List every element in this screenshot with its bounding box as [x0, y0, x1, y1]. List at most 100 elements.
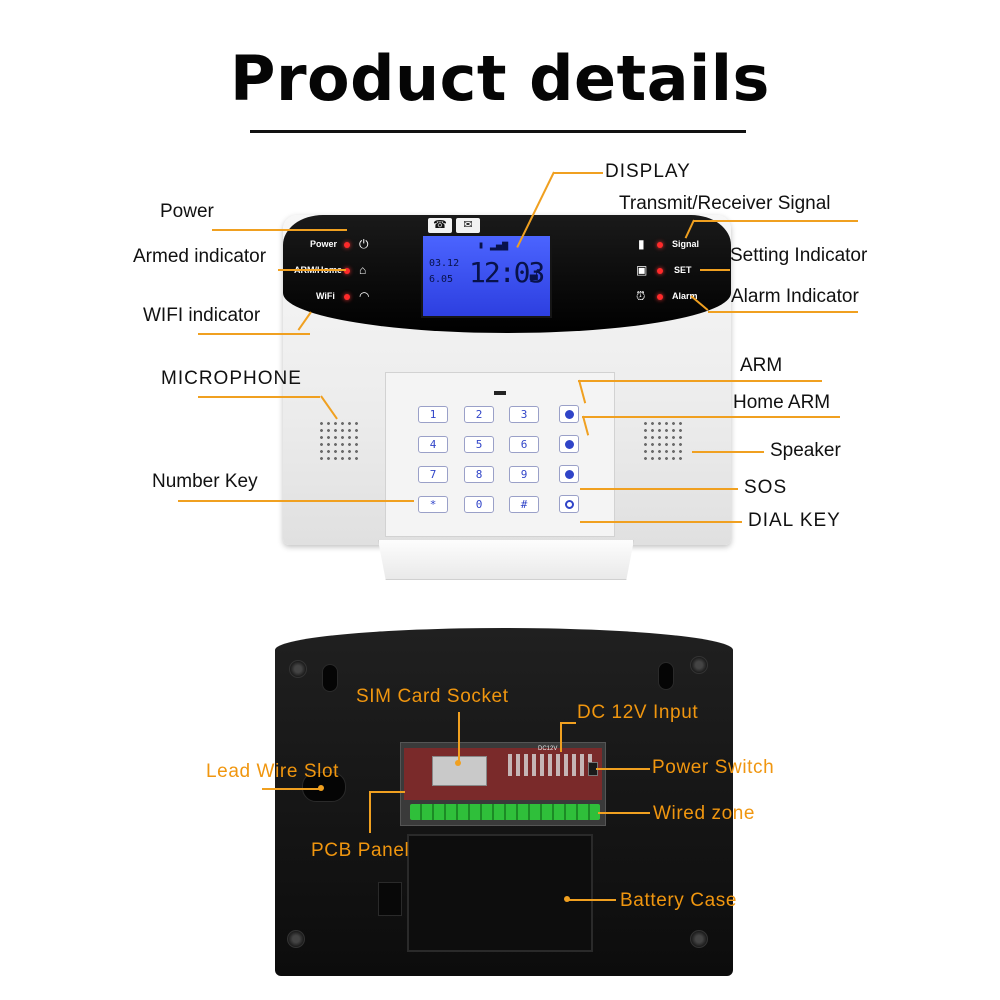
- mic-hole: [494, 391, 506, 395]
- battery-case: [407, 834, 593, 952]
- phone-icon: ☎: [428, 218, 452, 233]
- led-label-alarm: Alarm: [672, 291, 698, 301]
- key-star[interactable]: *: [418, 496, 448, 513]
- message-icon: ✉: [456, 218, 480, 233]
- callout-line-dc-h: [560, 722, 576, 724]
- label-wifi-indicator: WIFI indicator: [143, 305, 261, 326]
- label-arm: ARM: [740, 355, 783, 376]
- alarm-bell-icon: ⏰︎: [636, 289, 646, 303]
- arm-button[interactable]: [559, 405, 579, 423]
- label-speaker: Speaker: [770, 440, 841, 461]
- callout-line-battery: [566, 899, 616, 901]
- speaker-grille: [642, 420, 686, 460]
- screw-top-left: [289, 660, 307, 678]
- alarm-led: [657, 294, 663, 300]
- callout-dot-sim: [455, 760, 461, 766]
- key-2[interactable]: 2: [464, 406, 494, 423]
- label-transmit-receiver-signal: Transmit/Receiver Signal: [619, 193, 831, 214]
- callout-line-sim: [458, 712, 460, 762]
- arm-home-led: [344, 268, 350, 274]
- wall-hook-left: [322, 664, 338, 692]
- title-underline: [250, 130, 746, 133]
- label-wired-zone: Wired zone: [653, 803, 756, 824]
- pcb-pin-header: [508, 754, 594, 776]
- lcd-signal-icon: ▮ ▂▄▆: [478, 240, 509, 251]
- led-label-wifi: WiFi: [316, 291, 335, 301]
- key-4[interactable]: 4: [418, 436, 448, 453]
- label-power-switch: Power Switch: [652, 757, 775, 778]
- power-icon: ⏻: [359, 237, 369, 251]
- key-9[interactable]: 9: [509, 466, 539, 483]
- callout-line-dc: [560, 722, 562, 752]
- label-alarm-indicator: Alarm Indicator: [731, 286, 859, 307]
- callout-line-dial: [580, 521, 742, 523]
- callout-line-arm-h: [578, 380, 822, 382]
- callout-line-home-arm-h: [582, 416, 840, 418]
- lock-icon: [565, 410, 574, 419]
- home-arm-icon: [565, 440, 574, 449]
- callout-line-power-switch: [596, 768, 650, 770]
- label-battery-case: Battery Case: [620, 890, 738, 911]
- callout-line-display-h: [553, 172, 603, 174]
- callout-dot-lead-wire: [318, 785, 324, 791]
- key-hash[interactable]: #: [509, 496, 539, 513]
- sim-icon: ▮: [638, 237, 645, 251]
- wired-zone-terminals: [410, 804, 600, 820]
- signal-led: [657, 242, 663, 248]
- key-1[interactable]: 1: [418, 406, 448, 423]
- led-label-signal: Signal: [672, 239, 700, 249]
- key-6[interactable]: 6: [509, 436, 539, 453]
- lcd-date-bottom: 6.05: [429, 274, 454, 285]
- power-led: [344, 242, 350, 248]
- dial-button[interactable]: [559, 495, 579, 513]
- callout-line-number-key: [178, 500, 414, 502]
- set-led: [657, 268, 663, 274]
- callout-line-setting: [700, 269, 730, 271]
- led-label-power: Power: [310, 239, 338, 249]
- label-display: DISPLAY: [605, 161, 691, 182]
- keypad-cover-stand: [378, 540, 634, 580]
- key-7[interactable]: 7: [418, 466, 448, 483]
- dial-icon: [565, 500, 574, 509]
- pcb-dc-label: DC12V: [538, 746, 558, 752]
- label-power: Power: [160, 201, 214, 222]
- callout-dot-battery: [564, 896, 570, 902]
- lcd-display: ▮ ▂▄▆ 03.12 6.05 12:03 🔓︎: [421, 234, 552, 318]
- lead-wire-slot: [302, 772, 346, 802]
- label-armed-indicator: Armed indicator: [133, 246, 267, 267]
- key-3[interactable]: 3: [509, 406, 539, 423]
- callout-line-microphone-h: [198, 396, 320, 398]
- screw-top-right: [690, 656, 708, 674]
- sos-button[interactable]: [559, 465, 579, 483]
- page-title: Product details: [230, 42, 770, 115]
- callout-line-wired-zone: [598, 812, 650, 814]
- label-home-arm: Home ARM: [733, 392, 831, 413]
- label-microphone: MICROPHONE: [161, 368, 302, 389]
- callout-line-pcb-v: [369, 791, 371, 833]
- callout-line-alarm-h: [708, 311, 858, 313]
- label-lead-wire-slot: Lead Wire Slot: [206, 761, 340, 782]
- label-dial-key: DIAL KEY: [748, 510, 841, 531]
- wall-hook-right: [658, 662, 674, 690]
- callout-line-pcb-h: [369, 791, 405, 793]
- key-0[interactable]: 0: [464, 496, 494, 513]
- led-label-set: SET: [674, 265, 692, 275]
- home-icon: ⌂: [359, 263, 367, 277]
- label-sos: SOS: [744, 477, 788, 498]
- home-arm-button[interactable]: [559, 435, 579, 453]
- label-setting-indicator: Setting Indicator: [730, 245, 868, 266]
- microphone-grille: [318, 420, 362, 460]
- key-5[interactable]: 5: [464, 436, 494, 453]
- lcd-lock-icon: 🔓︎: [529, 264, 541, 285]
- wifi-led: [344, 294, 350, 300]
- lcd-time: 12:03: [469, 256, 545, 289]
- callout-line-armed: [278, 269, 346, 271]
- sos-icon: [565, 470, 574, 479]
- callout-line-signal-h: [693, 220, 858, 222]
- key-8[interactable]: 8: [464, 466, 494, 483]
- screw-bottom-left: [287, 930, 305, 948]
- label-pcb-panel: PCB Panel: [311, 840, 410, 861]
- battery-latch[interactable]: [378, 882, 402, 916]
- callout-line-lead-wire: [262, 788, 320, 790]
- callout-line-wifi-h: [198, 333, 310, 335]
